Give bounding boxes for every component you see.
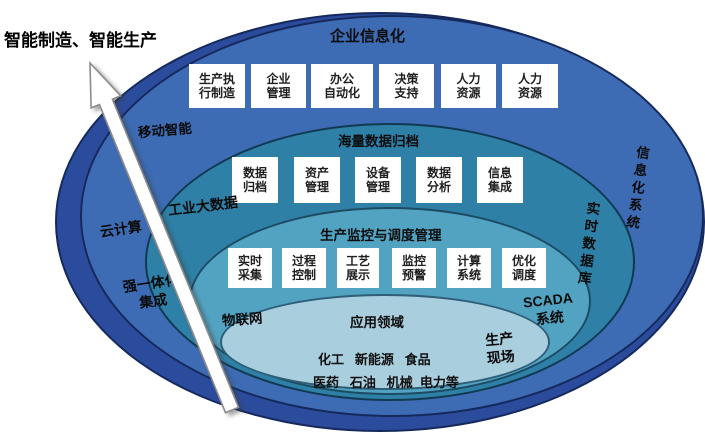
box-office-automation: 办公 自动化 [311,64,373,108]
box-human-resources-1: 人力 资源 [441,64,496,108]
box-asset-management: 资产 管理 [294,157,340,203]
box-realtime-collection: 实时 采集 [228,248,272,288]
box-human-resources-2: 人力 资源 [502,64,558,108]
application-line1: 化工 新能源 食品 [318,352,431,367]
box-monitoring-alert: 监控 预警 [392,248,436,288]
box-data-archive: 数据 归档 [232,157,278,203]
box-process-control: 过程 控制 [282,248,326,288]
label-production-site: 生产 现场 [484,329,516,366]
layer1-title: 企业信息化 [330,28,406,45]
layer4-title: 应用领域 [350,315,404,330]
application-line2: 医药 石油 机械 电力等 [313,375,459,390]
box-craft-display: 工艺 展示 [337,248,379,288]
box-mes: 生产执 行制造 [189,64,245,108]
box-computing-system: 计算 系统 [447,248,491,288]
label-iot: 物联网 [221,310,263,329]
box-decision-support: 决策 支持 [379,64,434,108]
box-equipment-management: 设备 管理 [355,157,401,203]
box-enterprise-management: 企业 管理 [251,64,306,108]
layer2-title: 海量数据归档 [338,134,419,149]
label-scada-system: SCADA 系统 [522,289,574,327]
ring-application-domain [220,294,550,390]
layer3-title: 生产监控与调度管理 [320,228,442,243]
box-information-integration: 信息 集成 [477,157,523,203]
annotation-title: 智能制造、智能生产 [4,31,157,50]
box-optimized-dispatch: 优化 调度 [502,248,546,288]
box-data-analysis: 数据 分析 [416,157,462,203]
